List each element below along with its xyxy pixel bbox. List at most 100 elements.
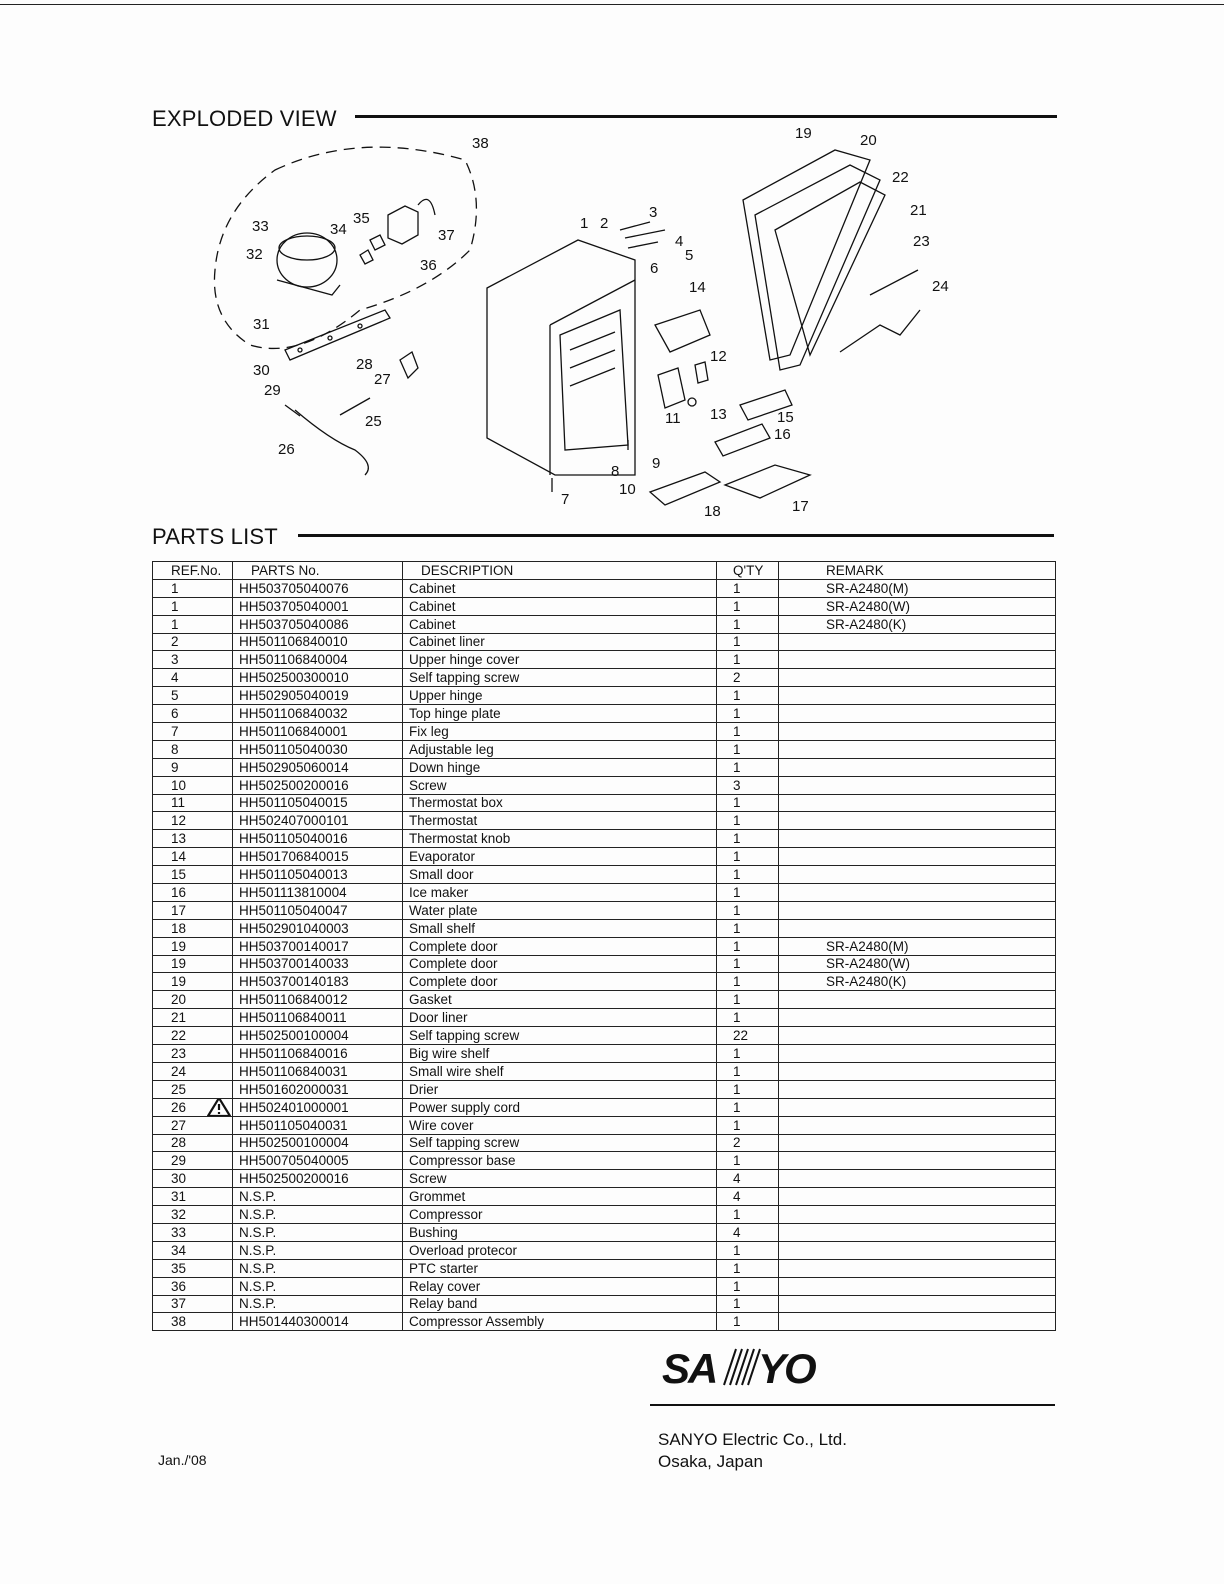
ref-cell: 21 <box>152 1008 233 1028</box>
description-cell: Thermostat knob <box>402 829 717 849</box>
qty-cell: 1 <box>716 811 779 831</box>
svg-text:18: 18 <box>704 503 721 520</box>
description-cell: Fix leg <box>402 722 717 741</box>
parts-no-cell: HH501105040031 <box>232 1115 403 1135</box>
remark-cell <box>778 1222 1056 1242</box>
description-cell: Small door <box>402 865 717 885</box>
parts-no-cell: HH502905060014 <box>232 757 403 777</box>
description-cell: Small shelf <box>402 918 717 938</box>
remark-cell <box>778 1312 1056 1332</box>
svg-text:24: 24 <box>932 278 949 295</box>
ref-cell: 20 <box>152 990 233 1010</box>
remark-cell <box>778 1079 1056 1099</box>
qty-cell: 1 <box>716 578 779 598</box>
ref-cell: 28 <box>152 1133 233 1153</box>
description-cell: Door liner <box>402 1008 717 1028</box>
remark-cell <box>778 1294 1056 1314</box>
remark-cell <box>778 1044 1056 1063</box>
qty-cell: 1 <box>716 883 779 902</box>
document-date: Jan./'08 <box>158 1452 207 1468</box>
qty-cell: 1 <box>716 686 779 706</box>
description-cell: Thermostat box <box>402 793 717 813</box>
parts-no-cell: HH501602000031 <box>232 1079 403 1099</box>
remark-cell <box>778 1258 1056 1278</box>
remark-cell: SR-A2480(W) <box>778 596 1056 616</box>
remark-cell <box>778 650 1056 670</box>
parts-no-cell: HH503705040001 <box>232 596 403 616</box>
ref-cell: 36 <box>152 1276 233 1296</box>
description-cell: Overload protecor <box>402 1240 717 1260</box>
description-cell: Evaporator <box>402 847 717 867</box>
wire-cover <box>399 351 419 380</box>
description-cell: Top hinge plate <box>402 704 717 724</box>
parts-no-cell: HH502905040019 <box>232 686 403 706</box>
svg-text:38: 38 <box>472 135 489 152</box>
svg-text:5: 5 <box>685 247 693 264</box>
remark-cell <box>778 668 1056 688</box>
ref-cell: 6 <box>152 704 233 724</box>
remark-cell <box>778 1276 1056 1296</box>
svg-text:6: 6 <box>650 260 658 277</box>
ref-cell: 10 <box>152 775 233 795</box>
parts-no-cell: HH501106840032 <box>232 704 403 724</box>
parts-no-cell: HH501113810004 <box>232 883 403 902</box>
description-cell: Down hinge <box>402 757 717 777</box>
remark-cell <box>778 1169 1056 1189</box>
remark-cell <box>778 1151 1056 1171</box>
parts-no-cell: N.S.P. <box>232 1205 403 1224</box>
parts-no-cell: HH501106840031 <box>232 1061 403 1081</box>
safety-warning-icon <box>207 1099 231 1116</box>
parts-no-cell: HH502500300010 <box>232 668 403 688</box>
ref-cell: 14 <box>152 847 233 867</box>
compressor-assembly-boundary <box>213 146 478 350</box>
remark-cell <box>778 704 1056 724</box>
ref-cell: 3 <box>152 650 233 670</box>
sanyo-logo: SA YO <box>662 1345 818 1392</box>
svg-text:1: 1 <box>580 215 588 232</box>
remark-cell <box>778 775 1056 795</box>
qty-cell: 1 <box>716 1044 779 1063</box>
remark-cell <box>778 1240 1056 1260</box>
cabinet <box>486 239 636 476</box>
water-plate <box>723 464 812 499</box>
svg-text:23: 23 <box>913 233 930 250</box>
ref-cell: 19 <box>152 954 233 974</box>
description-cell: Compressor <box>402 1205 717 1224</box>
small-wire-shelf <box>839 309 921 353</box>
remark-cell: SR-A2480(M) <box>778 578 1056 598</box>
qty-cell: 1 <box>716 847 779 867</box>
parts-no-cell: N.S.P. <box>232 1222 403 1242</box>
complete-door <box>742 149 871 361</box>
ref-cell: 29 <box>152 1151 233 1171</box>
remark-cell <box>778 883 1056 902</box>
svg-text:16: 16 <box>774 426 791 443</box>
ref-cell: 1 <box>152 596 233 616</box>
svg-text:35: 35 <box>353 210 370 227</box>
description-cell: Bushing <box>402 1222 717 1242</box>
parts-no-cell: N.S.P. <box>232 1294 403 1314</box>
description-cell: Complete door <box>402 954 717 974</box>
qty-cell: 1 <box>716 1061 779 1081</box>
door-gasket <box>754 164 881 371</box>
parts-no-cell: HH501106840012 <box>232 990 403 1010</box>
parts-no-cell: HH501106840011 <box>232 1008 403 1028</box>
col-qty: Q'TY <box>716 561 779 580</box>
ref-cell: 27 <box>152 1115 233 1135</box>
parts-list-title: PARTS LIST <box>152 524 278 549</box>
parts-no-cell: N.S.P. <box>232 1240 403 1260</box>
qty-cell: 4 <box>716 1169 779 1189</box>
